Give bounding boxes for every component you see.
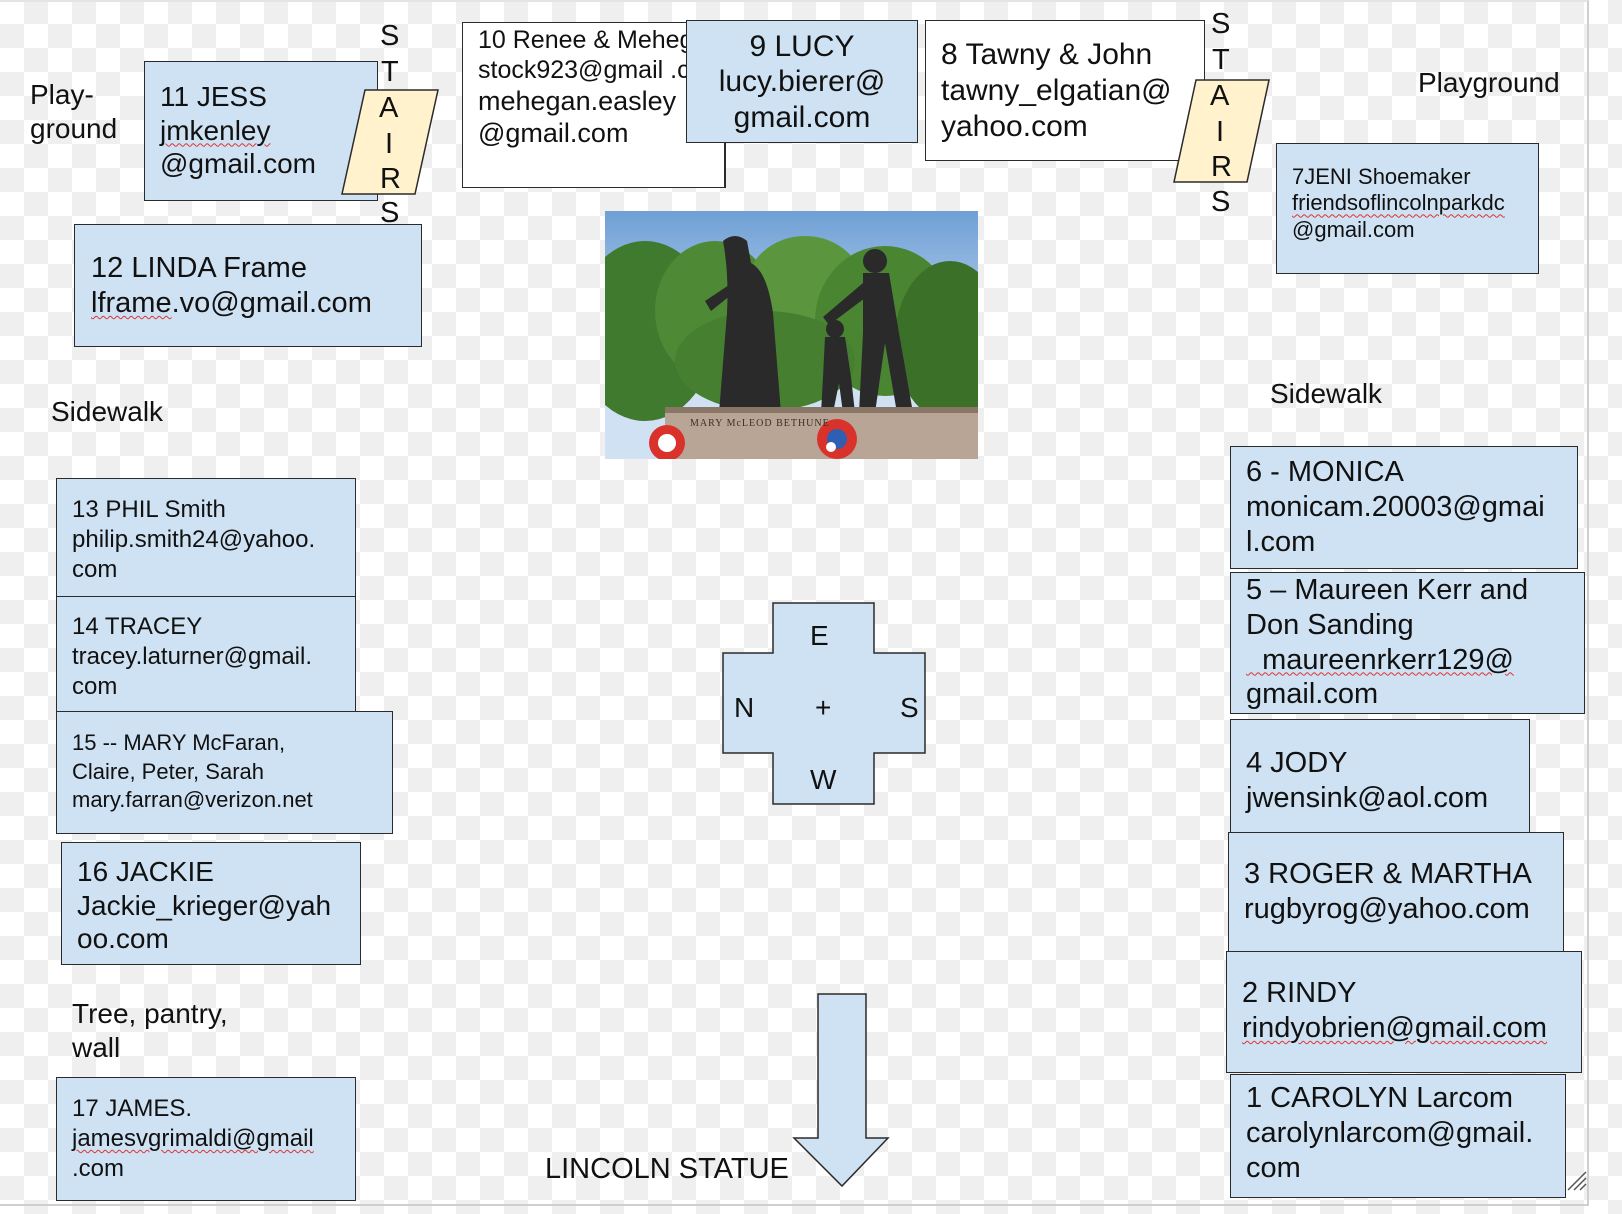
plot-7-email: friendsoflincolnparkdc (1292, 190, 1505, 216)
compass-east: E (810, 620, 829, 651)
plot-14-name: 14 TRACEY (72, 613, 203, 640)
plot-5[interactable]: 5 – Maureen Kerr and Don Sanding maureen… (1230, 572, 1585, 714)
sidewalk-label-left: Sidewalk (51, 396, 164, 427)
plot-8-email: tawny_elgatian@ (941, 74, 1172, 107)
arrow-down-icon (792, 993, 890, 1188)
plot-12-email: lframe.vo@gmail.com (91, 286, 372, 319)
plot-2[interactable]: 2 RINDY rindyobrien@gmail.com (1226, 951, 1582, 1073)
plot-10-name: 10 Renee & (478, 26, 611, 54)
plot-9-name: 9 LUCY (749, 30, 855, 63)
plot-11[interactable]: 11 JESS jmkenley @gmail.com (144, 61, 378, 201)
stairs-right-letter: R (1211, 151, 1232, 183)
plot-17-email: jamesvgrimaldi@gmail (72, 1125, 314, 1152)
plot-6-email: monicam.20003@gmai (1246, 490, 1545, 523)
plot-5-name: 5 – Maureen Kerr and (1246, 574, 1529, 606)
plot-1-email: carolynlarcom@gmail. (1246, 1116, 1534, 1149)
plot-15[interactable]: 15 -- MARY McFaran, Claire, Peter, Sarah… (56, 711, 393, 834)
plot-6[interactable]: 6 - MONICA monicam.20003@gmai l.com (1230, 446, 1578, 569)
plot-4-name: 4 JODY (1246, 747, 1348, 779)
plot-2-email: rindyobrien@gmail.com (1242, 1011, 1548, 1044)
playground-label-left: Play- ground (30, 79, 118, 144)
plot-9[interactable]: 9 LUCY lucy.bierer@ gmail.com (686, 20, 918, 143)
stairs-left-letter: A (379, 92, 399, 124)
plot-14[interactable]: 14 TRACEY tracey.laturner@gmail. com (56, 596, 356, 714)
plot-1[interactable]: 1 CAROLYN Larcom carolynlarcom@gmail. co… (1230, 1074, 1566, 1198)
plot-12-name: 12 LINDA Frame (91, 252, 307, 284)
plot-1-name: 1 CAROLYN Larcom (1246, 1082, 1513, 1114)
plot-3[interactable]: 3 ROGER & MARTHA rugbyrog@yahoo.com (1228, 832, 1564, 954)
statue-image (605, 236, 978, 459)
plot-15-name: 15 -- MARY McFaran, (72, 730, 286, 755)
plot-10-bracket-edge (724, 142, 726, 188)
plot-13-email: philip.smith24@yahoo. (72, 526, 316, 553)
stairs-right-letter: T (1212, 44, 1230, 76)
tree-pantry-wall-label: Tree, pantry, wall (72, 998, 228, 1063)
plot-3-email: rugbyrog@yahoo.com (1244, 892, 1530, 925)
plot-4-email: jwensink@aol.com (1246, 781, 1489, 814)
bethune-statue-photo: MARY McLEOD BETHUNE (605, 211, 978, 459)
plot-8[interactable]: 8 Tawny & John tawny_elgatian@ yahoo.com (925, 20, 1205, 161)
plot-11-name: 11 JESS (160, 81, 267, 112)
resize-handle-icon[interactable] (1566, 1170, 1588, 1192)
playground-label-right: Playground (1418, 67, 1560, 98)
plot-16-name: 16 JACKIE (77, 856, 214, 887)
compass-north: N (734, 692, 755, 723)
plot-13-name: 13 PHIL Smith (72, 496, 226, 523)
plot-15-email: mary.farran@verizon.net (72, 787, 313, 813)
stairs-right-letter: S (1211, 8, 1231, 40)
stairs-right-letter: S (1211, 186, 1231, 218)
statue-inscription: MARY McLEOD BETHUNE (690, 418, 830, 429)
stairs-right-letter: A (1210, 80, 1230, 112)
sidewalk-label-right: Sidewalk (1270, 378, 1383, 409)
stairs-left-letter: S (380, 20, 400, 52)
plot-14-email: tracey.laturner@gmail. (72, 643, 312, 670)
stairs-right-letter: I (1216, 116, 1225, 148)
plot-6-name: 6 - MONICA (1246, 456, 1404, 488)
lincoln-statue-label: LINCOLN STATUE (545, 1153, 789, 1185)
plot-11-email: jmkenley (160, 114, 271, 146)
compass-shape (722, 602, 926, 805)
stairs-left-letter: T (381, 56, 399, 88)
plot-7[interactable]: 7JENI Shoemaker friendsoflincolnparkdc @… (1276, 143, 1539, 274)
stairs-left-letter: R (380, 163, 401, 195)
compass-center: + (815, 692, 832, 723)
plot-16-email: Jackie_krieger@yah (77, 889, 332, 921)
compass-south: S (900, 692, 919, 723)
stairs-left-letter: S (380, 197, 400, 229)
stairs-left-letter: I (385, 128, 394, 160)
plot-3-name: 3 ROGER & MARTHA (1244, 858, 1532, 890)
stairs-left-shape (341, 89, 439, 195)
plot-13[interactable]: 13 PHIL Smith philip.smith24@yahoo. com (56, 478, 356, 598)
plot-9-email: lucy.bierer@ (718, 65, 886, 99)
plot-2-name: 2 RINDY (1242, 977, 1357, 1009)
plot-8-name: 8 Tawny & John (941, 38, 1153, 71)
compass-west: W (810, 764, 837, 795)
stairs-right-shape (1173, 79, 1270, 183)
plot-4[interactable]: 4 JODY jwensink@aol.com (1230, 719, 1530, 841)
garden-map-canvas: Play- ground 11 JESS jmkenley @gmail.com… (0, 0, 1589, 1206)
plot-17-name: 17 JAMES. (72, 1095, 193, 1122)
plot-7-name: 7JENI Shoemaker (1292, 164, 1471, 189)
plot-5-email: maureenrkerr129@ (1246, 643, 1514, 676)
plot-16[interactable]: 16 JACKIE Jackie_krieger@yah oo.com (61, 842, 361, 965)
plot-17[interactable]: 17 JAMES. jamesvgrimaldi@gmail .com (56, 1077, 356, 1201)
plot-10-email: stock923@gmail (478, 56, 664, 84)
plot-12[interactable]: 12 LINDA Frame lframe.vo@gmail.com (74, 224, 422, 347)
